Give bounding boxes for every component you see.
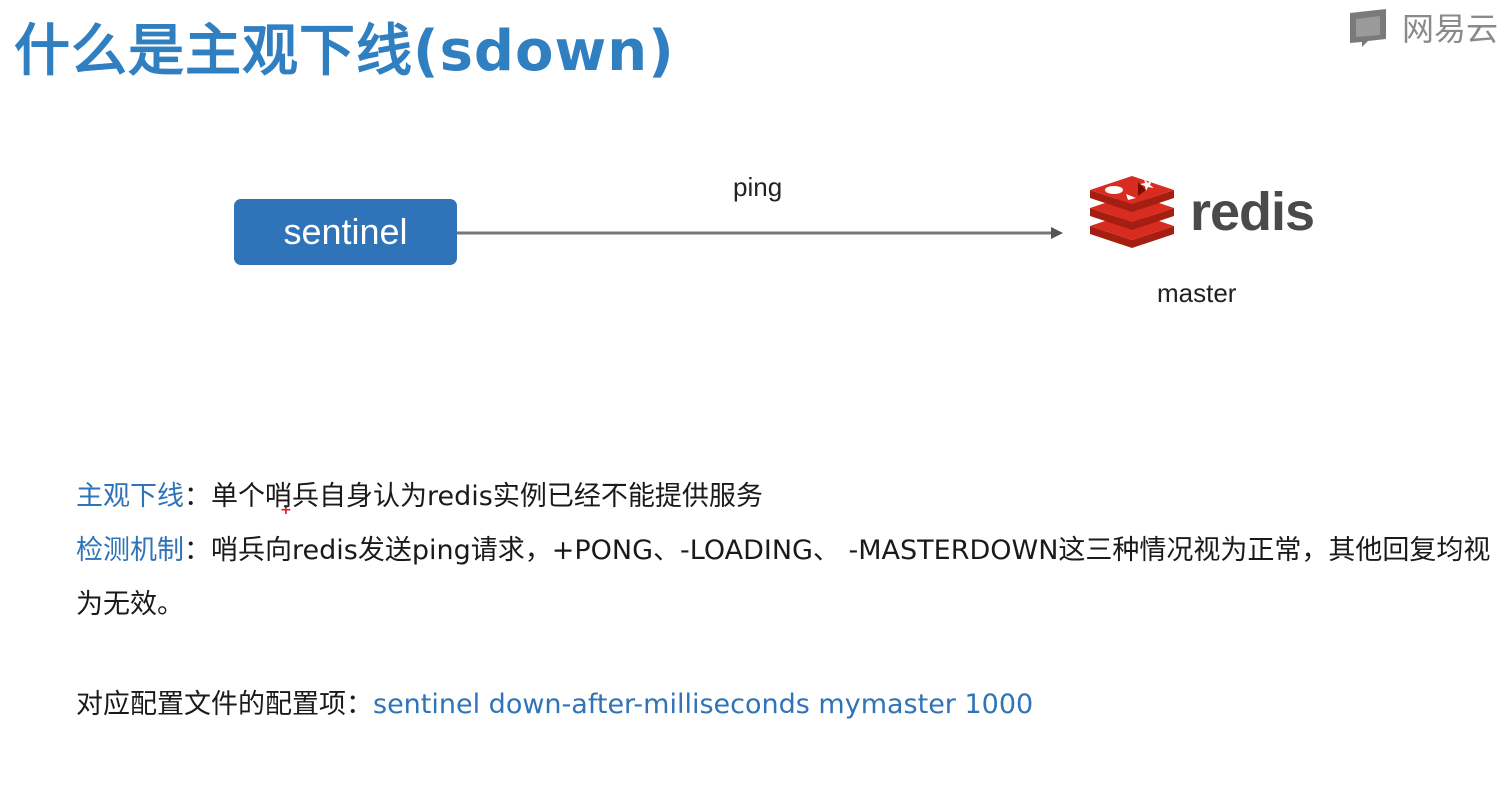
ping-label: ping [733,172,783,202]
detection-paragraph: 检测机制：哨兵向redis发送ping请求，+PONG、-LOADING、 -M… [76,524,1500,632]
watermark-text: 网易云 [1401,10,1498,48]
detection-term: 检测机制 [76,535,184,566]
sentinel-node: sentinel [234,199,457,265]
cursor-crosshair-icon: + [280,502,292,518]
definition-text: 单个哨兵自身认为redis实例已经不能提供服务 [211,481,763,512]
page-title: 什么是主观下线(sdown) [14,19,675,84]
ping-arrow [457,227,1063,239]
sentinel-label: sentinel [283,211,408,252]
definition-line: 主观下线：单个哨兵自身认为redis实例已经不能提供服务 [76,470,1500,524]
netease-cloud-watermark: 网易云 [1346,4,1498,50]
config-line: 对应配置文件的配置项：sentinel down-after-milliseco… [76,682,1033,721]
netease-logo-icon [1349,9,1386,47]
redis-logo: redis [1088,176,1315,248]
explanation-block: 主观下线：单个哨兵自身认为redis实例已经不能提供服务 检测机制：哨兵向red… [76,470,1500,632]
config-value: sentinel down-after-milliseconds mymaste… [373,689,1034,720]
definition-separator: ： [184,481,211,512]
config-label: 对应配置文件的配置项： [76,689,373,720]
redis-cube-icon [1090,176,1174,248]
master-label: master [1157,278,1237,308]
redis-wordmark: redis [1190,182,1315,242]
detection-separator: ： [184,535,211,566]
detection-text: 哨兵向redis发送ping请求，+PONG、-LOADING、 -MASTER… [76,535,1491,620]
definition-term: 主观下线 [76,481,184,512]
